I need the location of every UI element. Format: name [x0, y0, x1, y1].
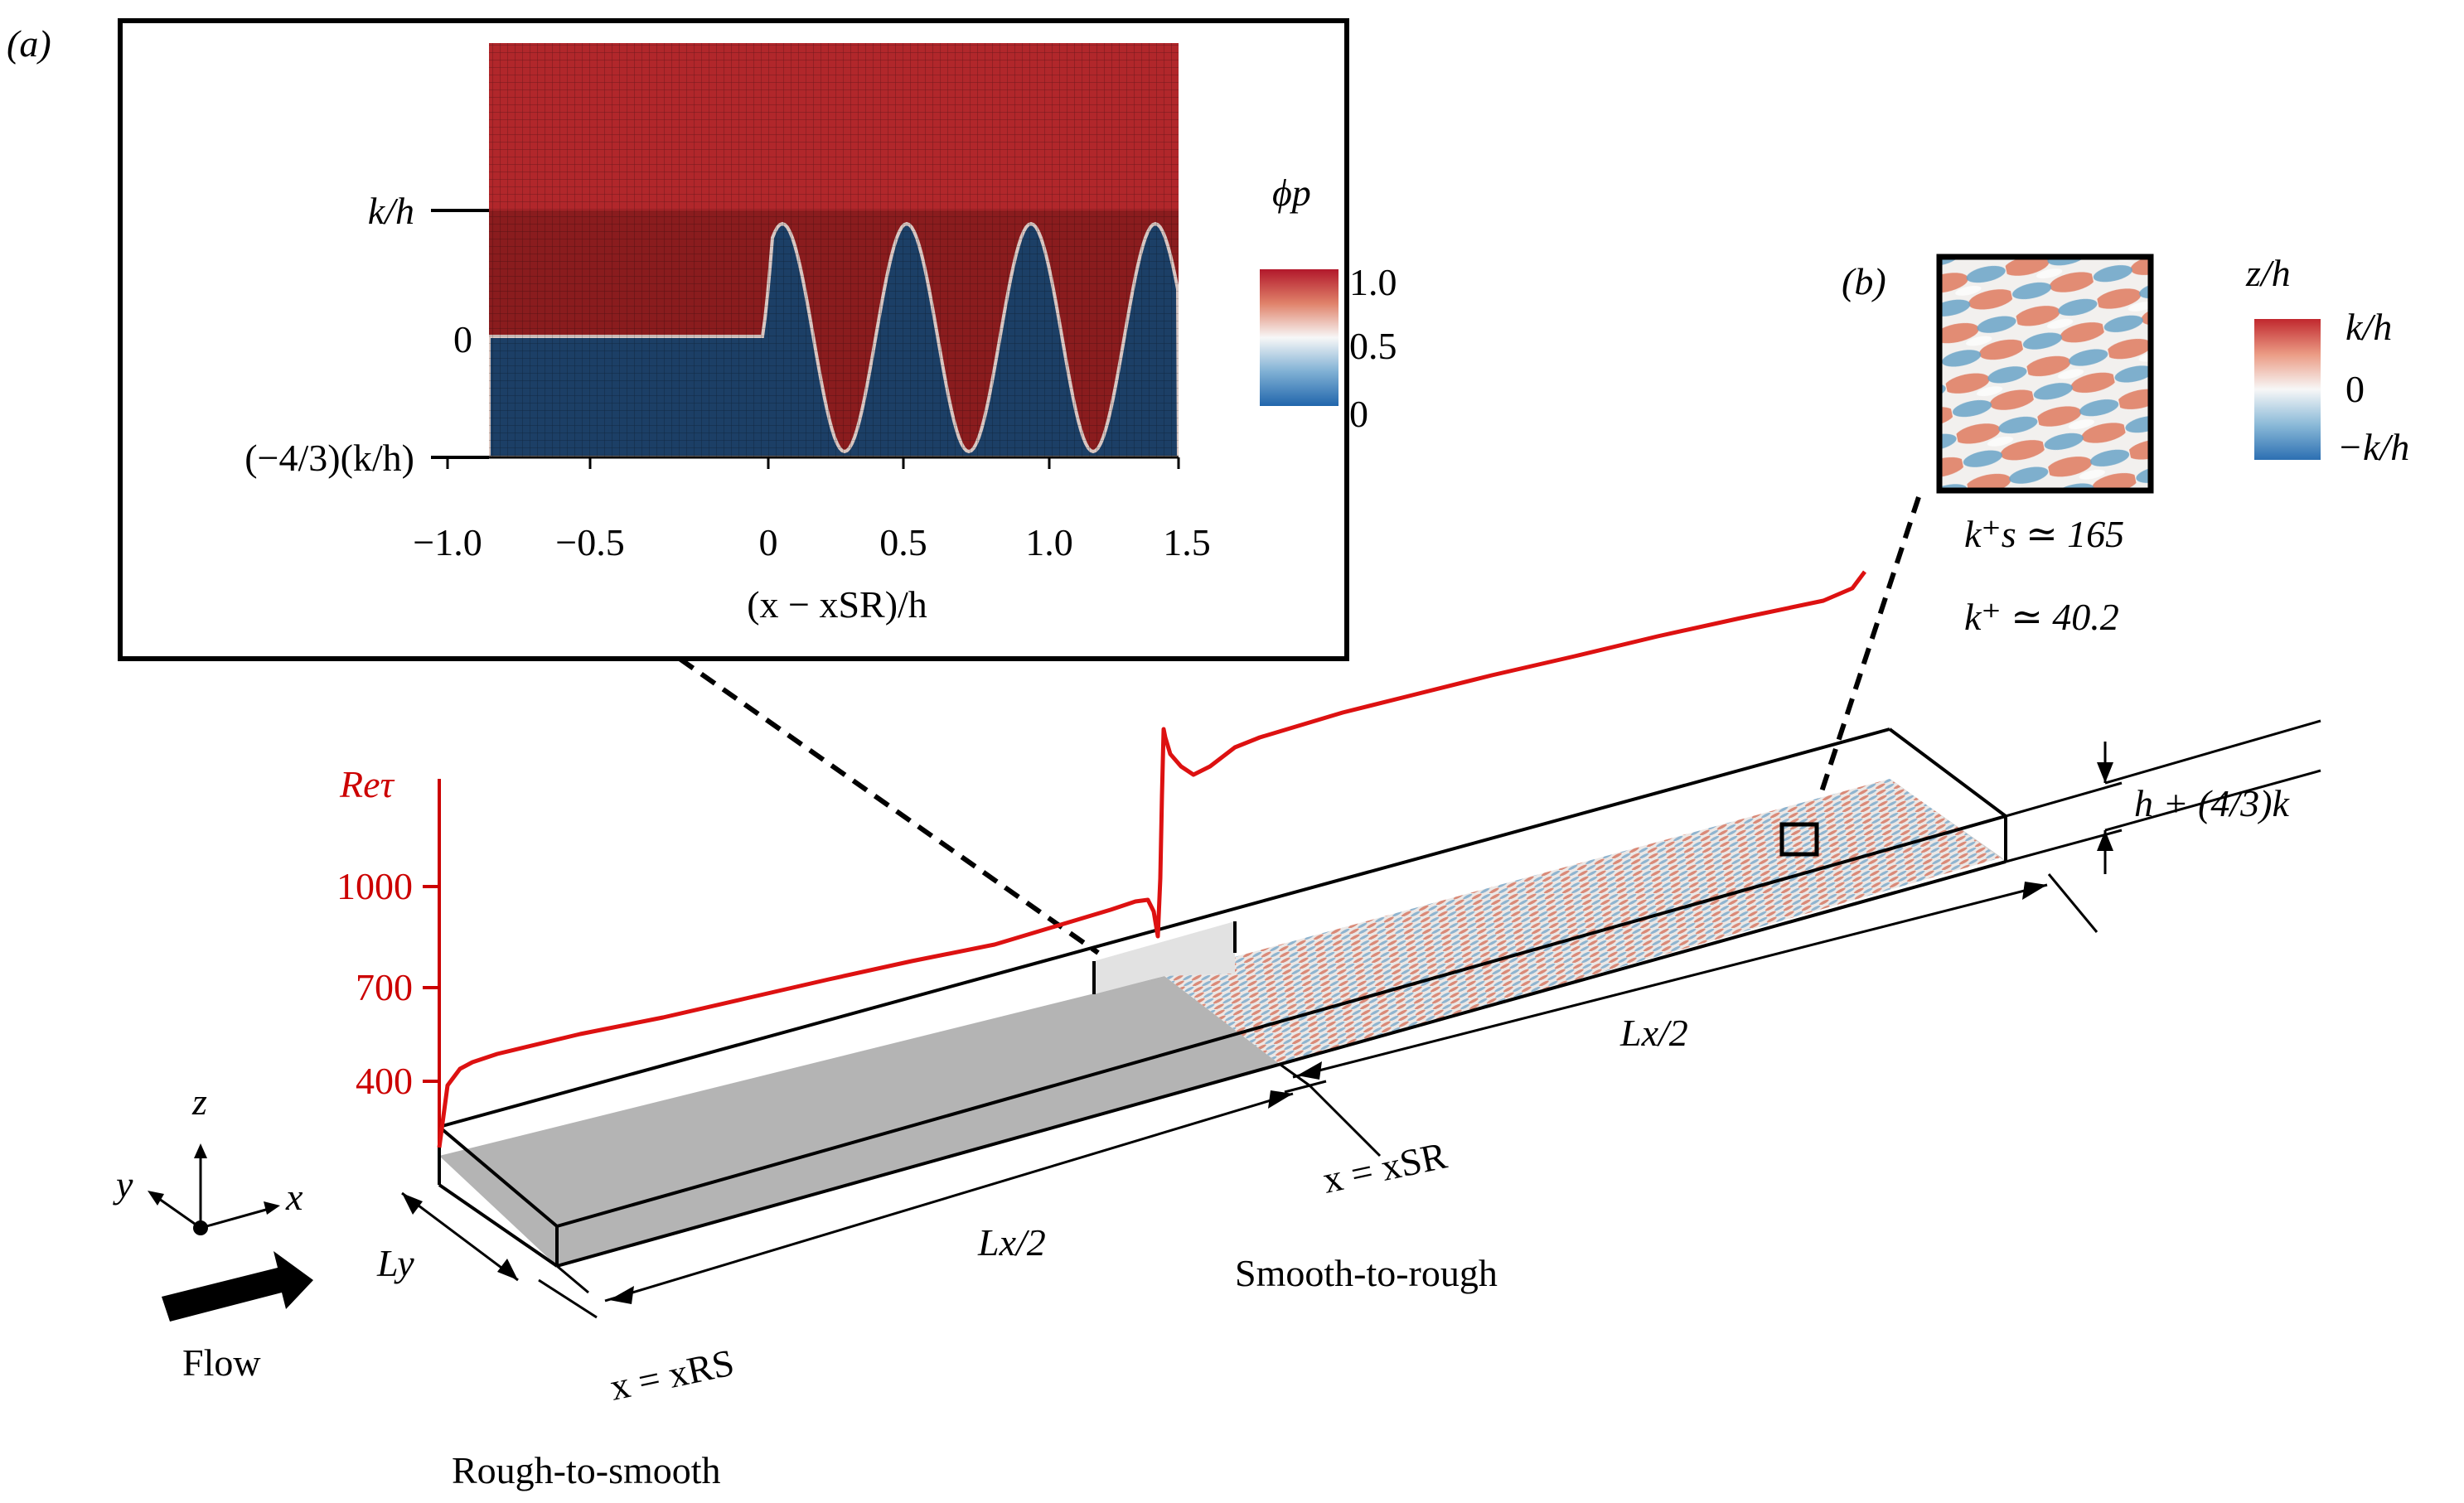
inset-location-marker — [1779, 822, 1819, 857]
dimension-arrowheads — [402, 762, 2113, 1304]
lx-left-label: Lx/2 — [977, 1221, 1046, 1264]
mesh-grid — [489, 43, 1179, 457]
panel-a-tag: (a) — [7, 22, 51, 65]
zoom-connector-a — [678, 656, 1100, 955]
x-tick-label-0.5: 0.5 — [879, 521, 927, 563]
coordinate-triad — [152, 1152, 273, 1230]
colorbar-b-tick-mid: 0 — [2345, 368, 2365, 410]
colorbar-a-tick-0: 0 — [1349, 393, 1368, 435]
origin-dot — [193, 1220, 208, 1235]
y-tick-label-zero: 0 — [453, 318, 472, 360]
ks-plus-label: k⁺s ≃ 165 — [1964, 513, 2124, 555]
z-axis-label: z — [191, 1080, 207, 1123]
height-label: h + (4/3)k — [2134, 782, 2290, 824]
y-tick-label-bottom: (−4/3)(k/h) — [244, 437, 414, 479]
x-tick-label-0: 0 — [759, 521, 778, 563]
colorbar-b-tick-bottom: −k/h — [2337, 426, 2409, 468]
flow-arrow-icon — [162, 1251, 313, 1322]
x-tick-label-1.5: 1.5 — [1163, 521, 1211, 563]
x-axis-label-triad: x — [285, 1176, 303, 1218]
transition-band — [1094, 921, 1235, 994]
y-tick-label-k-over-h: k/h — [368, 190, 414, 232]
ly-label: Ly — [376, 1242, 414, 1284]
y-axis-label: y — [113, 1163, 133, 1206]
flow-label: Flow — [182, 1341, 261, 1384]
y-arrowhead — [148, 1191, 164, 1206]
channel-domain — [438, 727, 2007, 1268]
retau-tick-label-400: 400 — [356, 1060, 413, 1102]
dimension-lines — [401, 719, 2321, 1319]
colorbar-b-title: z/h — [2245, 252, 2291, 294]
smooth-wall — [439, 976, 1280, 1266]
lx-right-label: Lx/2 — [1619, 1012, 1688, 1054]
x-arrowhead — [264, 1201, 280, 1215]
colorbar-a-tick-1.0: 1.0 — [1349, 261, 1397, 303]
x-axis-label: (x − xSR)/h — [747, 583, 927, 626]
x-tick-label-m0.5: −0.5 — [555, 521, 624, 563]
retau-tick-label-700: 700 — [356, 966, 413, 1008]
retau-curve — [437, 570, 1866, 1148]
panel-b-tag: (b) — [1842, 260, 1886, 302]
x-tick-label-m1.0: −1.0 — [413, 521, 482, 563]
x-rs-label: x = xRS — [606, 1341, 738, 1408]
colorbar-a-tick-0.5: 0.5 — [1349, 325, 1397, 367]
k-plus-label: k⁺ ≃ 40.2 — [1964, 596, 2119, 638]
retau-tick-label-1000: 1000 — [336, 865, 413, 907]
colorbar-b-tick-top: k/h — [2345, 306, 2392, 348]
z-arrowhead — [194, 1143, 207, 1158]
x-tick-label-1.0: 1.0 — [1025, 521, 1073, 563]
x-sr-label: x = xSR — [1319, 1133, 1450, 1201]
x-tick-marks — [446, 457, 1180, 469]
colorbar-b — [2254, 319, 2321, 460]
rough-to-smooth-label: Rough-to-smooth — [452, 1449, 721, 1491]
colorbar-a-title: ϕp — [1272, 172, 1311, 214]
rough-wall — [1164, 779, 2002, 1065]
zoom-connector-b — [1804, 496, 1921, 838]
phase-field-plot — [489, 43, 1179, 457]
roughness-surface-inset — [1936, 254, 2154, 494]
smooth-to-rough-label: Smooth-to-rough — [1235, 1252, 1498, 1294]
colorbar-a — [1260, 269, 1338, 406]
retau-axis-label: Reτ — [339, 763, 395, 805]
